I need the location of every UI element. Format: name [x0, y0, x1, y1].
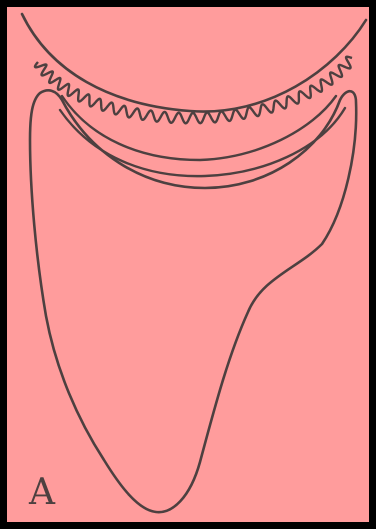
panel-background [7, 7, 369, 522]
panel-label: A [29, 473, 55, 513]
diagram-canvas [7, 7, 369, 522]
